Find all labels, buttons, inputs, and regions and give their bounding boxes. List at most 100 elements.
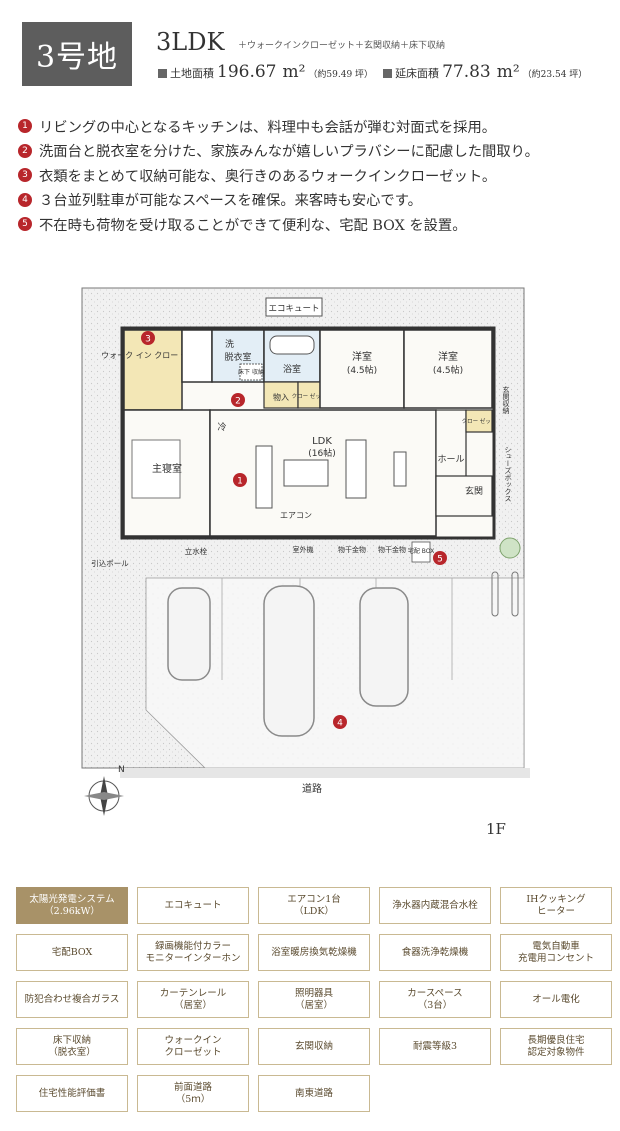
equipment-tag: 食器洗浄乾燥機 (379, 934, 491, 971)
faucet-label: 立水栓 (185, 546, 208, 556)
western-room-1 (319, 329, 405, 409)
equipment-tag: ウォークイン クローゼット (137, 1028, 249, 1065)
bicycle-icon (491, 571, 499, 617)
ecocute-label: エコキュート (268, 304, 319, 314)
laundry-hanger-1-label: 物干金物 (338, 545, 366, 554)
equipment-tag: IHクッキング ヒーター (500, 887, 612, 924)
equipment-tag: 床下収納 （脱衣室） (16, 1028, 128, 1065)
road-label: 道路 (302, 782, 322, 795)
equipment-tag: 南東道路 (258, 1075, 370, 1112)
svg-text:2: 2 (235, 397, 241, 407)
floor-area-tsubo: （約23.54 坪） (522, 70, 588, 80)
delivery-box-label: 宅配 BOX (408, 547, 434, 555)
hall-closet-label: クロー ゼット (462, 417, 497, 425)
road-area (120, 768, 530, 778)
equipment-tag: 耐震等級3 (379, 1028, 491, 1065)
equipment-tag: 録画機能付カラー モニターインターホン (137, 934, 249, 971)
aircon-label: エアコン (280, 511, 312, 520)
land-area-value: 196.67 (217, 62, 277, 82)
equipment-tag: 前面道路 （5ｍ） (137, 1075, 249, 1112)
land-area-tsubo: （約59.49 坪） (308, 70, 374, 80)
feature-text: リビングの中心となるキッチンは、料理中も会話が弾む対面式を採用。 (39, 119, 497, 136)
feature-item: 3 衣類をまとめて収納可能な、奥行きのあるウォークインクローゼット。 (18, 163, 539, 188)
number-marker-icon: 4 (18, 192, 32, 207)
floor-area-value: 77.83 (442, 62, 491, 82)
equipment-tag: 太陽光発電システム （2.96kW） (16, 887, 128, 924)
north-label: N (118, 765, 125, 775)
square-bullet-icon (383, 69, 393, 78)
bed (131, 439, 181, 499)
tv-board (393, 451, 407, 487)
equipment-tag: 電気自動車 充電用コンセント (500, 934, 612, 971)
small-closet-label: クロー ゼット (292, 392, 327, 400)
western-room-1-label: 洋室 (352, 350, 372, 363)
washroom-room (181, 329, 213, 383)
walk-in-closet-room (123, 329, 183, 411)
equipment-tag-grid: 太陽光発電システム （2.96kW）エコキュートエアコン1台 （LDK）浄水器内… (16, 887, 612, 1112)
svg-text:5: 5 (437, 555, 443, 565)
feature-text: 不在時も荷物を受け取ることができて便利な、宅配 BOX を設置。 (39, 217, 467, 234)
bicycle-icon (511, 571, 519, 617)
delivery-box (411, 541, 431, 563)
ecocute-unit (265, 297, 323, 317)
car-icon (167, 587, 211, 681)
storage-room (263, 381, 299, 409)
marker-5: 5 (433, 551, 447, 565)
feature-text: 衣類をまとめて収納可能な、奥行きのあるウォークインクローゼット。 (39, 168, 497, 185)
marker-1: 1 (233, 473, 247, 487)
bathtub (269, 335, 315, 355)
feature-text: ３台並列駐車が可能なスペースを確保。来客時も安心です。 (39, 193, 422, 210)
equipment-tag: カースペース （3台） (379, 981, 491, 1018)
marker-2: 2 (231, 393, 245, 407)
equipment-tag: エアコン1台 （LDK） (258, 887, 370, 924)
entrance-storage-label: 玄関収納 (502, 385, 510, 415)
floor-area-unit: m² (496, 62, 520, 82)
master-bedroom-label: 主寝室 (152, 462, 182, 475)
wic-text: ウォーク イン クロー ゼット (101, 350, 205, 360)
service-pole-label: 引込ポール (91, 559, 129, 568)
walk-in-closet-label: ウォーク イン クロー ゼット (101, 350, 205, 360)
underfloor-label: 床下 収納 (238, 368, 264, 376)
number-marker-icon: 3 (18, 168, 32, 183)
washroom-label: 洗 (225, 338, 234, 350)
north-arrow-icon: N (84, 765, 125, 816)
western-room-2 (403, 329, 493, 409)
equipment-tag: 住宅性能評価書 (16, 1075, 128, 1112)
land-area-unit: m² (282, 62, 306, 82)
car-icon (359, 587, 409, 707)
plan-extras: ＋ウォークインクローゼット＋玄関収納＋床下収納 (238, 41, 446, 51)
equipment-tag: 玄関収納 (258, 1028, 370, 1065)
marker-4: 4 (333, 715, 347, 729)
dining-table (283, 459, 329, 487)
square-bullet-icon (158, 69, 167, 78)
feature-item: 4 ３台並列駐車が可能なスペースを確保。来客時も安心です。 (18, 188, 539, 213)
lot-number-badge: 3号地 (22, 22, 132, 86)
marker-3: 3 (141, 331, 155, 345)
entrance-area (435, 475, 493, 517)
ldk-label: LDK (312, 436, 332, 447)
underfloor-storage (239, 363, 263, 381)
equipment-tag: 防犯合わせ複合ガラス (16, 981, 128, 1018)
number-marker-icon: 1 (18, 119, 32, 134)
dressing-label: 脱衣室 (224, 351, 251, 363)
equipment-tag: 宅配BOX (16, 934, 128, 971)
entrance-label: 玄関 (465, 485, 483, 497)
western-room-1-size: (4.5帖) (347, 364, 377, 376)
equipment-tag: 長期優良住宅 認定対象物件 (500, 1028, 612, 1065)
ldk-size: (16帖) (308, 447, 335, 459)
equipment-tag: 照明器具 （居室） (258, 981, 370, 1018)
floor-label: 1F (486, 820, 506, 838)
fridge-label: 冷 (217, 421, 226, 433)
bath-label: 浴室 (283, 363, 301, 375)
equipment-tag: エコキュート (137, 887, 249, 924)
hall-label: ホール (437, 454, 464, 465)
feature-item: 1 リビングの中心となるキッチンは、料理中も会話が弾む対面式を採用。 (18, 114, 539, 139)
equipment-tag: オール電化 (500, 981, 612, 1018)
laundry-hanger-2-label: 物干金物 (378, 545, 406, 554)
floor-plan: ウォーク イン クロー ゼット 洗 脱衣室 床下 収納 浴室 物入 クロー ゼッ… (81, 287, 530, 816)
kitchen-counter (255, 445, 273, 509)
floor-area-label: 延床面積 (395, 67, 440, 80)
shrub-icon (499, 537, 521, 559)
